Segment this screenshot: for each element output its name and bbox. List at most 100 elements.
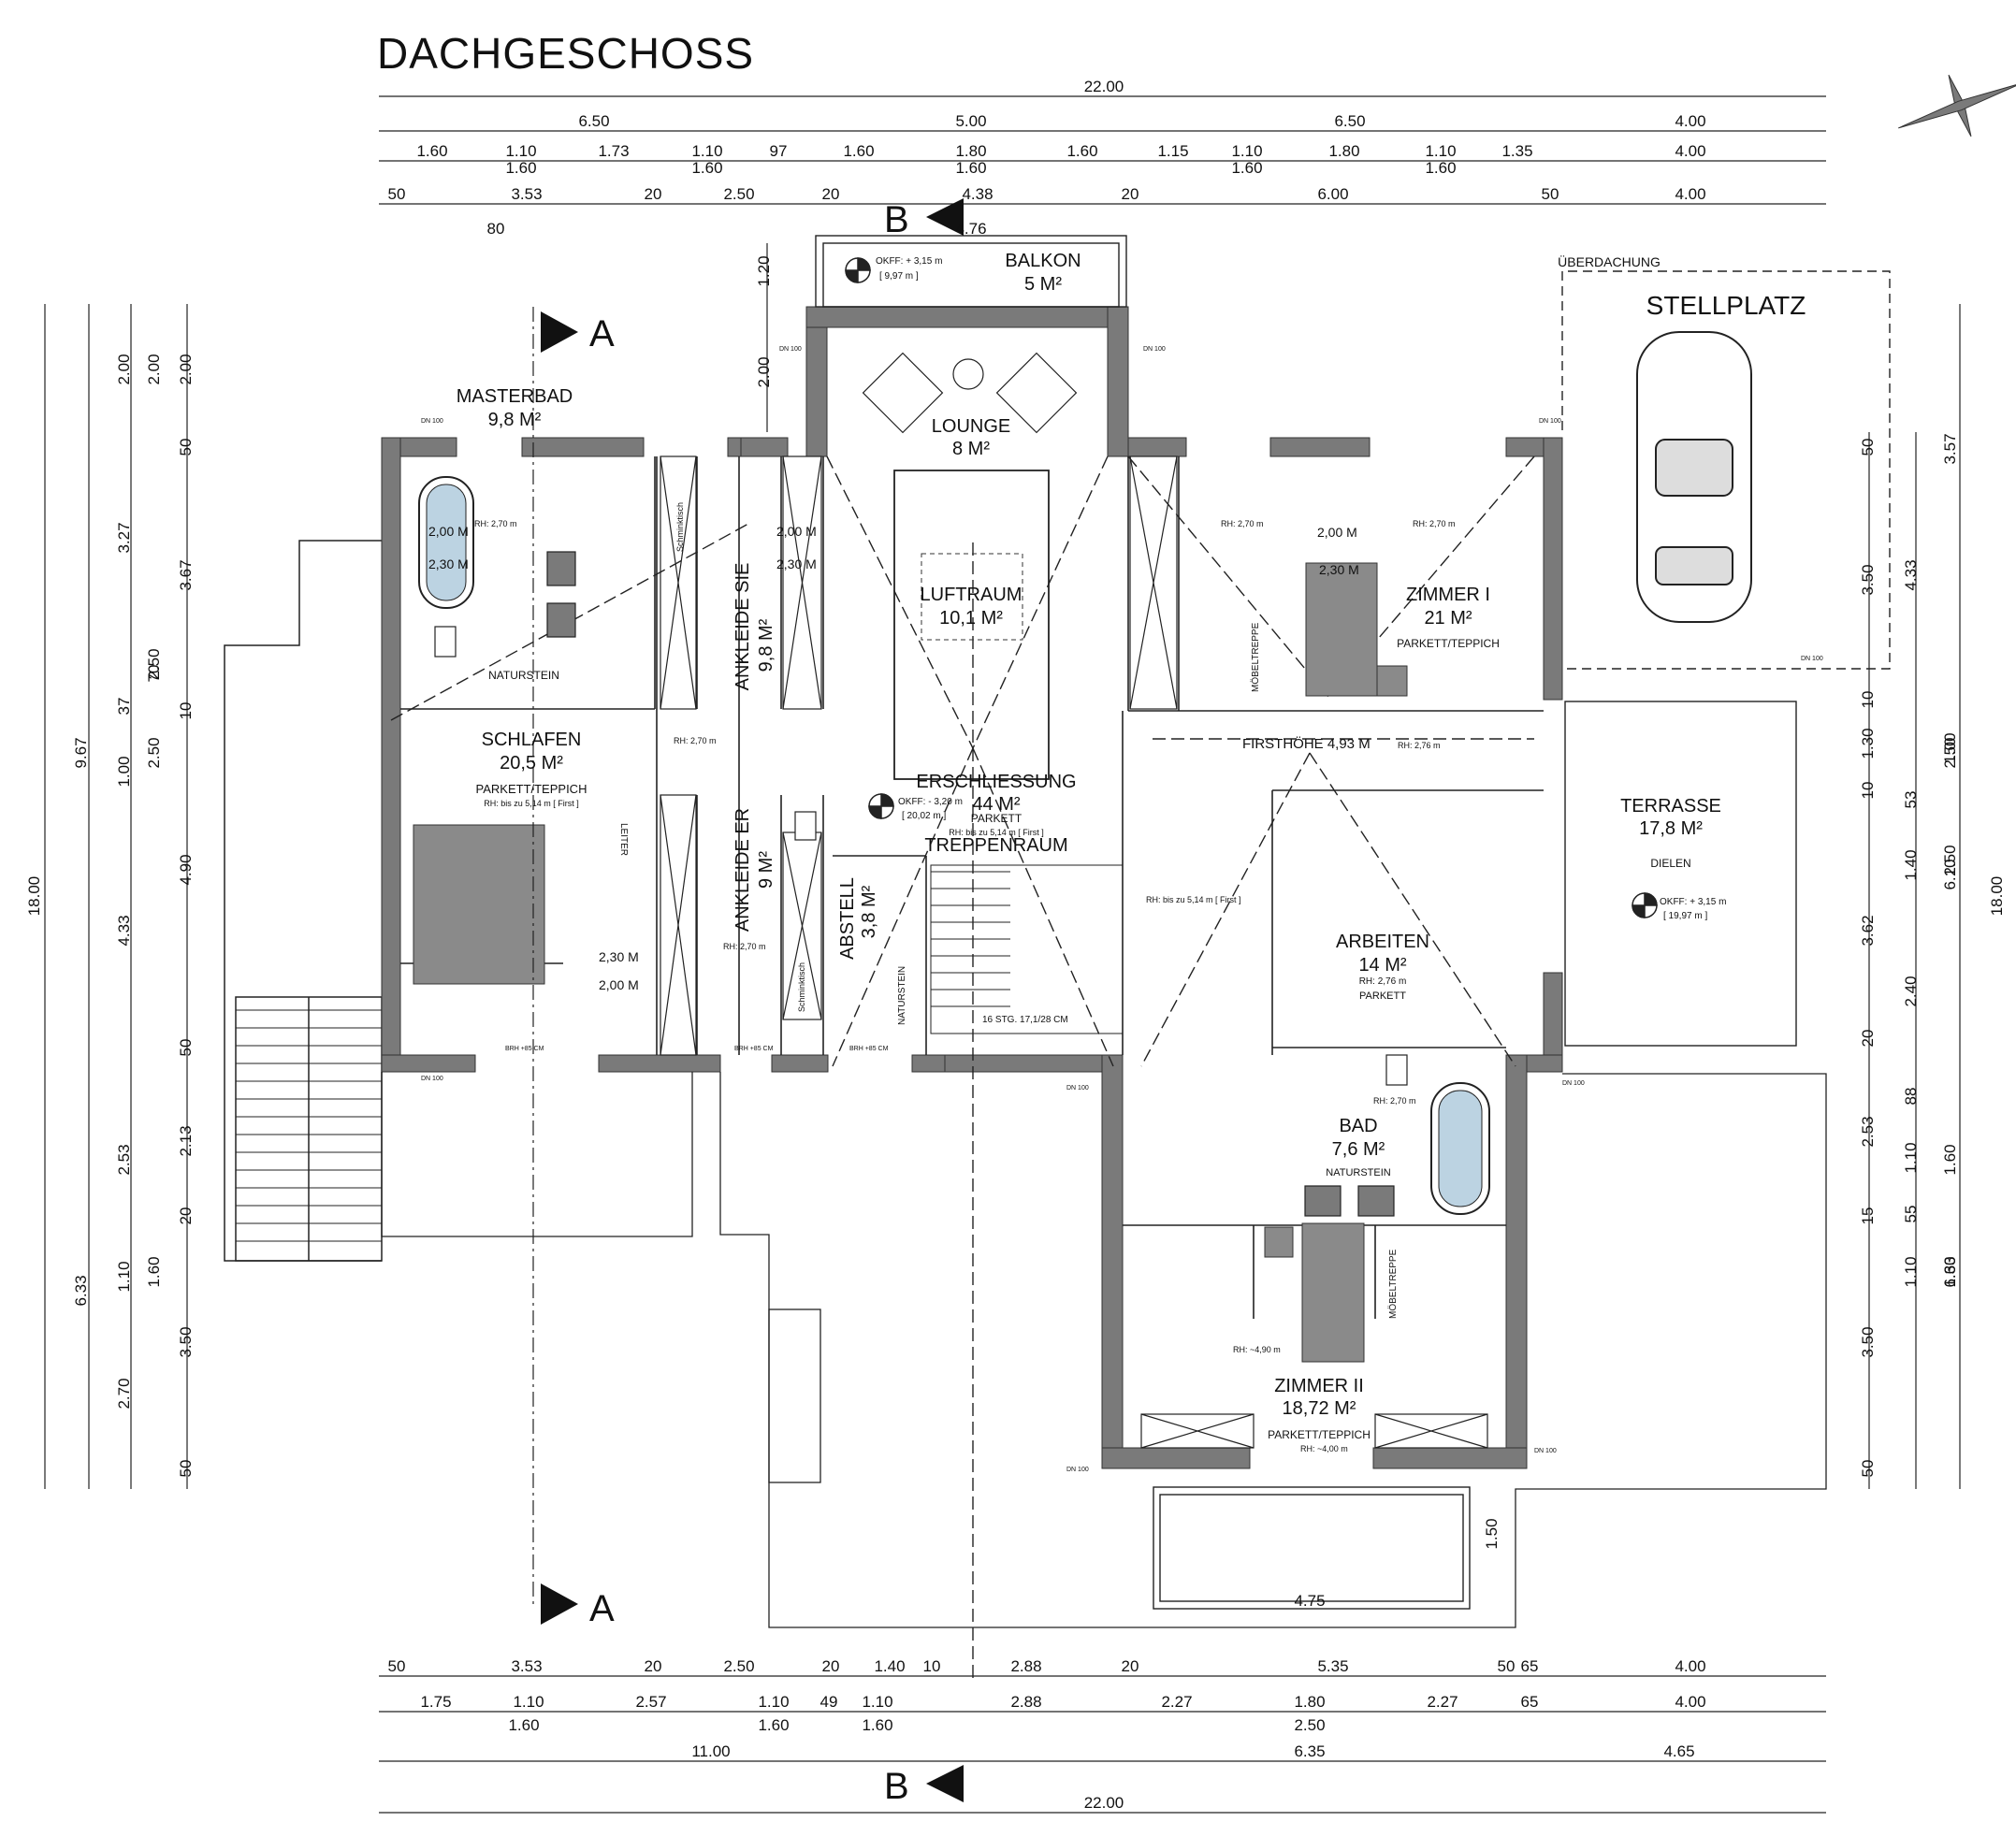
dimension-label: 4.00 <box>1675 1693 1705 1711</box>
stellplatz <box>1561 270 1891 670</box>
dimension-label: 22.00 <box>1084 78 1124 95</box>
room-zimmer1-area: 21 M² <box>1424 608 1472 629</box>
dimension-label: 1.80 <box>1294 1693 1325 1711</box>
section-arrows <box>541 198 964 1802</box>
bathtub-masterbad <box>418 476 474 609</box>
dimension-label: 1.10 <box>513 1693 544 1711</box>
room-ankleide-er-name: ANKLEIDE ER <box>732 808 753 932</box>
dn-6: DN 100 <box>421 1076 443 1082</box>
dimension-label: 4.65 <box>1663 1742 1694 1760</box>
room-zimmer2-name: ZIMMER II <box>1274 1376 1364 1396</box>
dn-3: DN 100 <box>1143 346 1166 353</box>
room-ankleide-er-area: 9 M² <box>756 851 776 889</box>
terrasse <box>1564 701 1797 1047</box>
brh-2: BRH +85 CM <box>734 1046 774 1052</box>
dimension-label: 1.00 <box>115 756 133 787</box>
level-markers <box>845 257 1658 918</box>
room-erschliessung-rh: RH: bis zu 5,14 m [ First ] <box>949 828 1044 837</box>
dimension-label: 4.00 <box>1675 1657 1705 1675</box>
balkon <box>815 235 1127 308</box>
dimension-label: 50 <box>177 439 195 456</box>
dimension-label: 4.00 <box>1675 185 1705 203</box>
dimension-label: 1.75 <box>420 1693 451 1711</box>
dimension-label: 1.60 <box>1066 142 1097 160</box>
room-zimmer1-floor: PARKETT/TEPPICH <box>1397 637 1500 650</box>
page-title: DACHGESCHOSS <box>377 29 755 78</box>
dimension-label: 4.76 <box>955 220 986 238</box>
section-b-bottom: B <box>884 1766 909 1807</box>
top-dimension-lines <box>379 95 1826 205</box>
right-wing-balkon <box>1153 1486 1471 1610</box>
dimension-label: 50 <box>1498 1657 1516 1675</box>
dimension-label: 3.53 <box>511 185 542 203</box>
rh-276-label: RH: 2,76 m <box>1398 741 1441 750</box>
okff-center: OKFF: - 3,20 m <box>898 797 963 807</box>
room-bad-floor: NATURSTEIN <box>1326 1167 1391 1178</box>
room-abstell-name: ABSTELL <box>837 877 858 960</box>
dimension-label: 1.60 <box>145 1256 163 1287</box>
dimension-label: 3.27 <box>115 522 133 553</box>
dimension-label: 2.00 <box>115 354 133 384</box>
dimension-label: 65 <box>1521 1693 1539 1711</box>
room-erschliessung-name: ERSCHLIESSUNG <box>916 772 1076 792</box>
car-icon <box>1636 331 1752 623</box>
dimension-label: 1.60 <box>955 159 986 177</box>
room-luftraum-area: 10,1 M² <box>939 608 1003 629</box>
room-arbeiten-area: 14 M² <box>1358 955 1406 976</box>
dimension-label: 4.00 <box>1675 142 1705 160</box>
dimension-label: 2.00 <box>755 356 773 387</box>
dimension-label: 2.50 <box>145 737 163 768</box>
rh-490-label: RH: ~4,90 m <box>1233 1345 1281 1354</box>
dimension-label: 1.60 <box>505 159 536 177</box>
dimension-label: 6.10 <box>1941 859 1959 889</box>
dimension-label: 18.00 <box>25 876 43 917</box>
dn-7: DN 100 <box>1066 1085 1089 1091</box>
rh-270-zimmer1b: RH: 2,70 m <box>1413 519 1456 528</box>
room-zimmer1-name: ZIMMER I <box>1406 585 1490 605</box>
room-ankleide-sie-name: ANKLEIDE SIE <box>732 563 753 691</box>
dimension-label: 20 <box>1122 185 1139 203</box>
brh-1: BRH +85 CM <box>505 1046 544 1052</box>
stair-count: 16 STG. 17,1/28 CM <box>982 1015 1068 1025</box>
dn-8: DN 100 <box>1562 1080 1585 1087</box>
dimension-label: 1.73 <box>598 142 629 160</box>
dimension-label: 5.00 <box>955 112 986 130</box>
dimension-label: 2.53 <box>1859 1116 1877 1147</box>
section-a-bottom: A <box>589 1588 615 1629</box>
dimension-label: 1.60 <box>843 142 874 160</box>
room-zimmer2-floor: PARKETT/TEPPICH <box>1268 1428 1371 1441</box>
dimension-label: 1.10 <box>691 142 722 160</box>
okff-terrasse: OKFF: + 3,15 m <box>1660 897 1726 907</box>
dimension-label: 1.15 <box>1157 142 1188 160</box>
dimension-label: 3.57 <box>1941 433 1959 464</box>
okff-center-2: [ 20,02 m ] <box>902 811 946 821</box>
stair-treppenraum <box>930 864 1124 1034</box>
room-bad-area: 7,6 M² <box>1332 1139 1385 1160</box>
height-200-masterbad: 2,00 M <box>428 524 469 539</box>
dimension-label: 1.60 <box>758 1716 789 1734</box>
dimension-label: 55 <box>1902 1206 1920 1223</box>
dn-9: DN 100 <box>1066 1467 1089 1473</box>
left-dimension-lines <box>44 243 768 1489</box>
brh-3: BRH +85 CM <box>849 1046 889 1052</box>
dimension-label: 10 <box>1859 782 1877 800</box>
height-230-zimmer1: 2,30 M <box>1319 562 1359 577</box>
moebeltreppe-1: MÖBELTREPPE <box>1250 622 1261 692</box>
dimension-label: 2.88 <box>1010 1693 1041 1711</box>
dimension-label: 5.35 <box>1317 1657 1348 1675</box>
dimension-label: 1.10 <box>1902 1142 1920 1173</box>
dimension-label: 1.10 <box>1231 142 1262 160</box>
dimension-label: 2.57 <box>635 1693 666 1711</box>
room-bad-name: BAD <box>1339 1116 1377 1136</box>
okff-balkon: OKFF: + 3,15 m <box>876 256 942 267</box>
dimension-label: 6.00 <box>1317 185 1348 203</box>
dimension-label: 20 <box>1122 1657 1139 1675</box>
dimension-label: 2.00 <box>177 354 195 384</box>
dimension-label: 2.13 <box>177 1125 195 1156</box>
room-masterbad-floor: NATURSTEIN <box>488 669 559 682</box>
dimension-label: 6.33 <box>72 1275 90 1306</box>
dimension-label: 20 <box>1859 1030 1877 1048</box>
okff-terrasse-2: [ 19,97 m ] <box>1663 911 1707 921</box>
right-dimension-lines <box>1868 304 1961 1489</box>
rh-270-zimmer1a: RH: 2,70 m <box>1221 519 1264 528</box>
